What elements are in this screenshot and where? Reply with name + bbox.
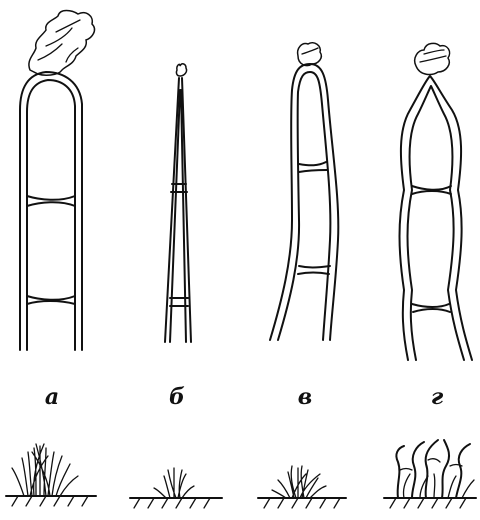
label-a: а: [45, 384, 59, 410]
hair-g: [400, 43, 473, 360]
label-g: г: [431, 384, 444, 410]
tuft-v: [258, 466, 346, 508]
tuft-a: [6, 444, 96, 506]
hair-v: [270, 43, 338, 340]
hair-b: [165, 64, 191, 342]
label-b: б: [169, 384, 185, 410]
hair-a-tip: [29, 11, 95, 76]
hair-v-tip: [298, 43, 322, 66]
tuft-b: [130, 468, 222, 508]
label-v: в: [298, 384, 312, 410]
tuft-g: [384, 440, 476, 508]
hair-a: [20, 11, 94, 351]
hair-b-tip: [176, 64, 186, 76]
